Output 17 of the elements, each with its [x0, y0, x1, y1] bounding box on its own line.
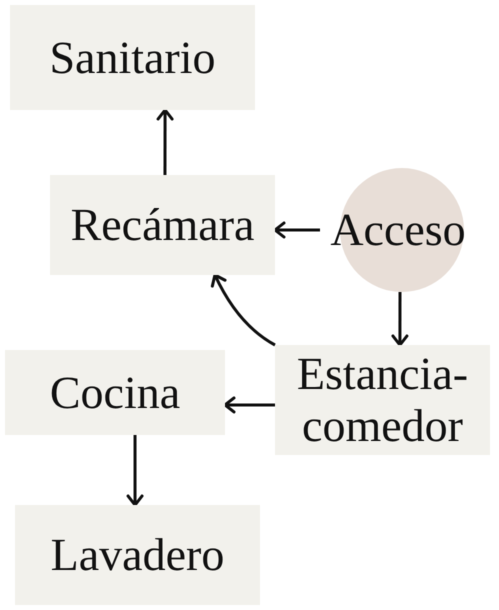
room-box	[50, 175, 275, 275]
arrow	[391, 292, 408, 346]
arrow	[126, 435, 144, 506]
room-box	[275, 345, 490, 455]
room-box	[5, 350, 225, 435]
arrow	[274, 222, 320, 238]
room-label: Lavadero	[50, 529, 224, 581]
room-box	[10, 5, 255, 110]
room-label: Cocina	[50, 366, 180, 418]
room-label: Estancia- comedor	[296, 348, 470, 452]
room-box	[15, 505, 260, 605]
arrow	[224, 396, 275, 414]
arrow	[156, 108, 174, 175]
room-label: Recámara	[70, 199, 254, 251]
room-label: Acceso	[330, 204, 466, 256]
room-label: Sanitario	[49, 32, 216, 84]
arrow	[211, 274, 276, 346]
